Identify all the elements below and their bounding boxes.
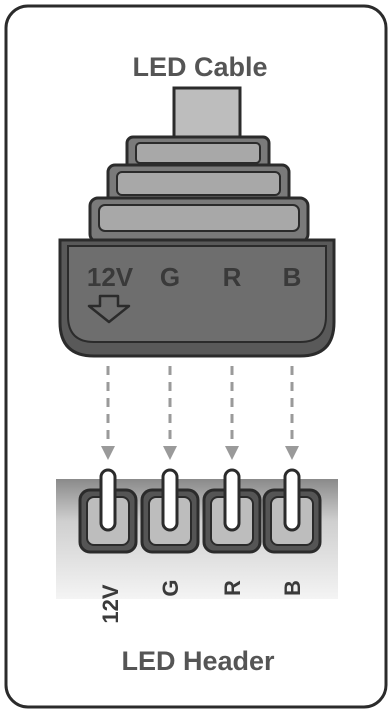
header-pin-r (202, 468, 262, 554)
guide-arrows (106, 366, 294, 448)
header-label-b: B (280, 580, 305, 596)
cable-wire (172, 86, 242, 146)
connector-label-r: R (223, 262, 242, 292)
header-pin-12v (78, 468, 138, 554)
connector-label-12v: 12V (87, 262, 134, 292)
header-label-g: G (158, 579, 183, 596)
cable-strain-relief (88, 135, 310, 244)
polarity-arrow-icon (87, 294, 131, 324)
header-label-r: R (220, 580, 245, 596)
cable-connector (58, 238, 336, 358)
header-label-12v: 12V (98, 584, 123, 623)
connector-label-g: G (160, 262, 180, 292)
header-pin-b (262, 468, 322, 554)
header-title: LED Header (121, 646, 275, 676)
cable-title: LED Cable (132, 52, 267, 82)
header-pin-g (140, 468, 200, 554)
connector-label-b: B (283, 262, 302, 292)
guide-arrow-heads (101, 446, 299, 460)
